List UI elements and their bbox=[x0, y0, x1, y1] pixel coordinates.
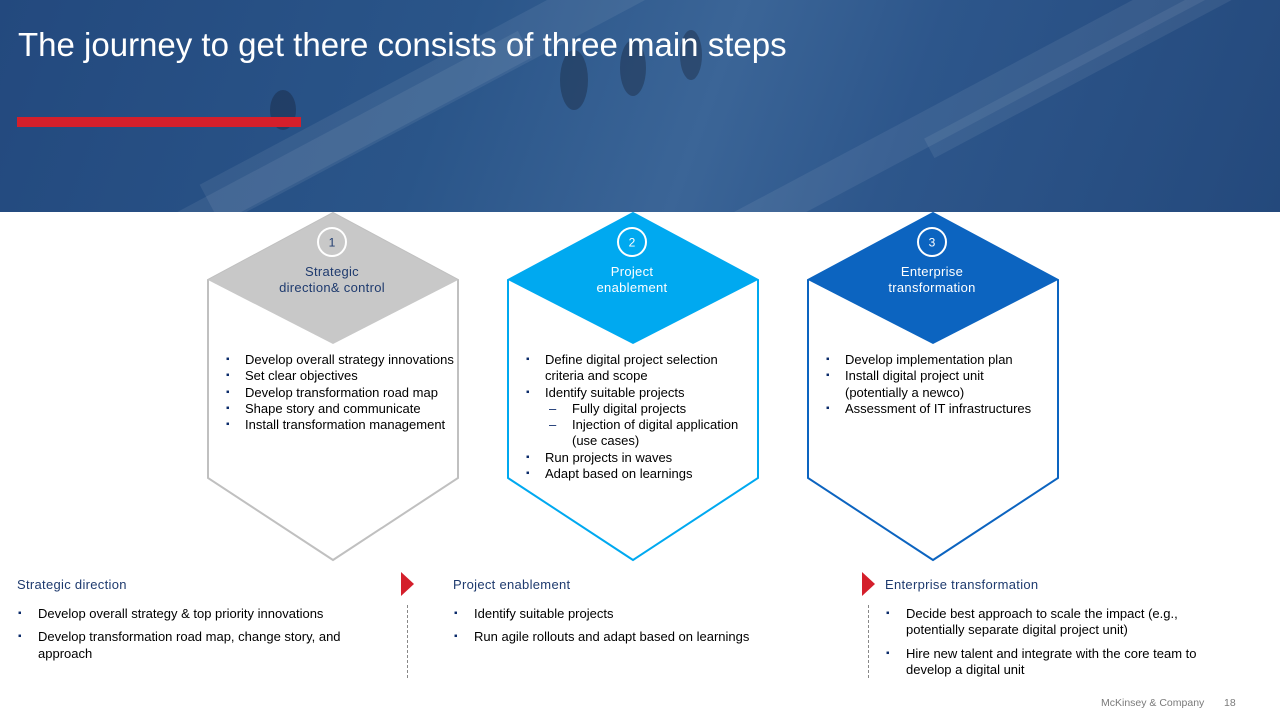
list-item: Adapt based on learnings bbox=[524, 466, 754, 483]
list-item: Install transformation management bbox=[224, 417, 454, 434]
step-3-bullet-list: Develop implementation plan Install digi… bbox=[824, 352, 1050, 417]
list-item: Run projects in waves bbox=[524, 450, 754, 467]
dashed-divider bbox=[868, 605, 869, 678]
section-title-strategic-direction: Strategic direction bbox=[17, 577, 127, 592]
step-2-number: 2 bbox=[629, 236, 636, 250]
list-item: Develop transformation road map, change … bbox=[17, 629, 377, 662]
step-2-title-line1: Project bbox=[610, 264, 654, 279]
step-1-title: Strategic direction& control bbox=[242, 264, 422, 296]
step-3-title-line2: transformation bbox=[888, 280, 976, 295]
section-enterprise-transformation-list: Decide best approach to scale the impact… bbox=[885, 606, 1225, 685]
step-1-bullet-list: Develop overall strategy innovations Set… bbox=[224, 352, 454, 434]
step-3-number-circle bbox=[917, 227, 947, 257]
step-2-bullet-list: Define digital project selection criteri… bbox=[524, 352, 754, 483]
section-strategic-direction-list: Develop overall strategy & top priority … bbox=[17, 606, 377, 669]
red-flag-marker bbox=[401, 572, 414, 596]
section-title-project-enablement: Project enablement bbox=[453, 577, 571, 592]
list-subitem: Fully digital projects bbox=[524, 401, 754, 418]
list-item: Develop transformation road map bbox=[224, 385, 454, 402]
list-item: Develop overall strategy innovations bbox=[224, 352, 454, 369]
step-1-title-line1: Strategic bbox=[304, 264, 359, 279]
list-item: Shape story and communicate bbox=[224, 401, 454, 418]
step-2-number-circle bbox=[617, 227, 647, 257]
footer-page-number: 18 bbox=[1224, 697, 1236, 709]
step-1-number-circle bbox=[317, 227, 347, 257]
step-1-title-line2: direction& control bbox=[279, 280, 385, 295]
page-title: The journey to get there consists of thr… bbox=[18, 26, 787, 63]
step-3-number: 3 bbox=[929, 236, 936, 250]
list-item: Run agile rollouts and adapt based on le… bbox=[453, 629, 833, 646]
list-item: Develop implementation plan bbox=[824, 352, 1050, 369]
section-project-enablement-list: Identify suitable projects Run agile rol… bbox=[453, 606, 833, 653]
dashed-divider bbox=[407, 605, 408, 678]
list-item: Identify suitable projects bbox=[453, 606, 833, 623]
list-subitem: Injection of digital application (use ca… bbox=[524, 417, 754, 450]
list-item: Identify suitable projects bbox=[524, 385, 754, 402]
list-item: Set clear objectives bbox=[224, 368, 454, 385]
list-item: Define digital project selection criteri… bbox=[524, 352, 754, 385]
list-item: Hire new talent and integrate with the c… bbox=[885, 646, 1225, 679]
list-item: Decide best approach to scale the impact… bbox=[885, 606, 1225, 639]
step-3-title-line1: Enterprise bbox=[900, 264, 964, 279]
footer-company: McKinsey & Company bbox=[1101, 697, 1205, 709]
step-3-title: Enterprise transformation bbox=[842, 264, 1022, 296]
list-item: Install digital project unit (potentiall… bbox=[824, 368, 1050, 401]
title-accent-bar bbox=[17, 117, 301, 127]
section-title-enterprise-transformation: Enterprise transformation bbox=[885, 577, 1039, 592]
list-item: Develop overall strategy & top priority … bbox=[17, 606, 377, 623]
red-flag-marker bbox=[862, 572, 875, 596]
step-2-title: Project enablement bbox=[542, 264, 722, 296]
step-1-number: 1 bbox=[329, 236, 336, 250]
list-item: Assessment of IT infrastructures bbox=[824, 401, 1050, 418]
step-2-title-line2: enablement bbox=[596, 280, 668, 295]
